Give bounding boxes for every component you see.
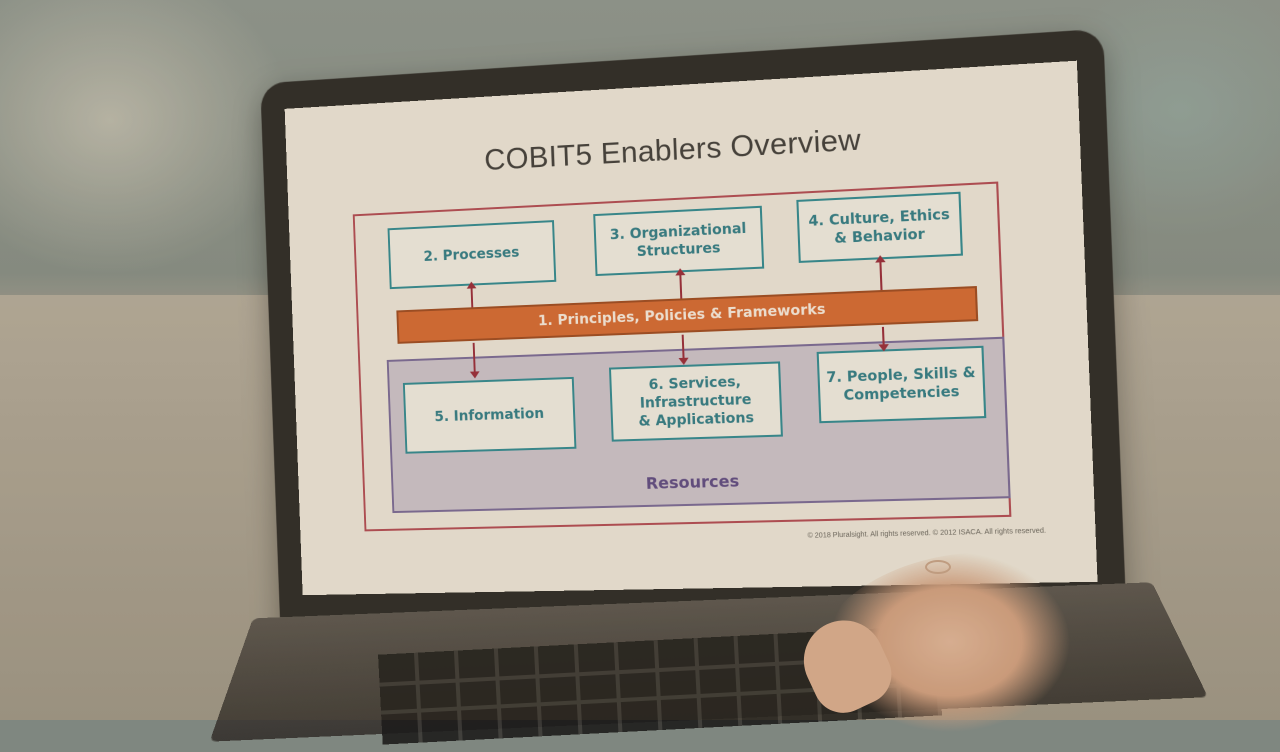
box-information: 5. Information bbox=[402, 376, 577, 454]
slide-title: COBIT5 Enablers Overview bbox=[483, 123, 862, 177]
box-processes: 2. Processes bbox=[387, 220, 557, 290]
arrow-down-services bbox=[681, 334, 685, 359]
arrow-down-people bbox=[881, 326, 885, 346]
enablers-diagram-frame: 2. Processes 3. Organizational Structure… bbox=[352, 181, 1012, 532]
resources-group: Resources 5. Information 6. Services, In… bbox=[386, 336, 1011, 514]
slide-copyright: © 2018 Pluralsight. All rights reserved.… bbox=[807, 527, 1047, 540]
arrow-up-culture bbox=[879, 261, 883, 291]
arrow-up-processes bbox=[470, 287, 474, 308]
bar-principles-policies-frameworks: 1. Principles, Policies & Frameworks bbox=[396, 286, 979, 344]
box-people-skills-competencies: 7. People, Skills & Competencies bbox=[816, 345, 987, 424]
box-services-infrastructure-applications: 6. Services, Infrastructure & Applicatio… bbox=[608, 361, 783, 442]
arrow-up-org-structures bbox=[679, 274, 683, 299]
resources-label: Resources bbox=[645, 471, 740, 493]
finger-ring bbox=[925, 560, 951, 574]
box-culture-ethics-behavior: 4. Culture, Ethics & Behavior bbox=[796, 191, 963, 263]
presentation-slide: COBIT5 Enablers Overview 2. Processes 3.… bbox=[284, 60, 1098, 596]
box-organizational-structures: 3. Organizational Structures bbox=[593, 205, 765, 277]
